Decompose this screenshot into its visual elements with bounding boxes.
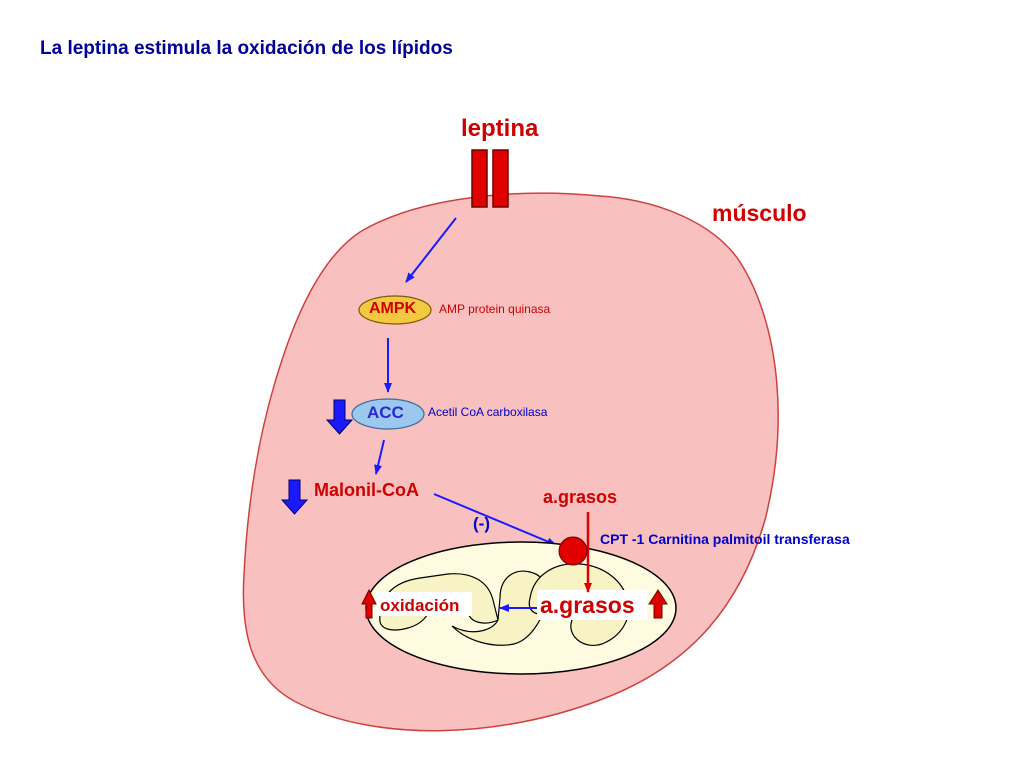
muscle-label: músculo (712, 200, 807, 226)
fatty-acids-mito-label: a.grasos (540, 592, 635, 618)
cpt1-label: CPT -1 Carnitina palmitoil transferasa (600, 531, 850, 547)
oxidation-label: oxidación (380, 596, 460, 615)
page-title: La leptina estimula la oxidación de los … (40, 38, 453, 59)
oxidation-label-bg (376, 592, 472, 616)
arrow-malonil-inhibits-cpt (433, 493, 557, 546)
fatty-acids-cytosol-label: a.grasos (543, 487, 618, 507)
acc-ellipse (351, 398, 425, 430)
acc-decrease-arrow-icon (325, 399, 354, 435)
ampk-label: AMPK (369, 300, 417, 317)
oxidation-increase-arrow-icon (361, 588, 377, 619)
leptin-receptor-right (492, 149, 509, 208)
leptin-receptor-left (471, 149, 488, 208)
ampk-ellipse (358, 295, 432, 325)
fatty-acids-increase-arrow-icon (648, 589, 668, 619)
inhibition-label: (-) (473, 514, 490, 533)
fatty-acids-mito-label-bg (537, 590, 647, 620)
malonil-coa-label: Malonil-CoA (314, 480, 419, 500)
acc-description: Acetil CoA carboxilasa (428, 405, 548, 419)
arrow-acc-to-malonil (374, 439, 385, 475)
ampk-description: AMP protein quinasa (439, 302, 551, 316)
malonil-decrease-arrow-icon (280, 479, 309, 515)
acc-label: ACC (367, 403, 404, 422)
arrow-receptor-to-ampk (405, 217, 457, 283)
leptin-label: leptina (461, 115, 539, 142)
cpt1-transporter (558, 536, 588, 566)
